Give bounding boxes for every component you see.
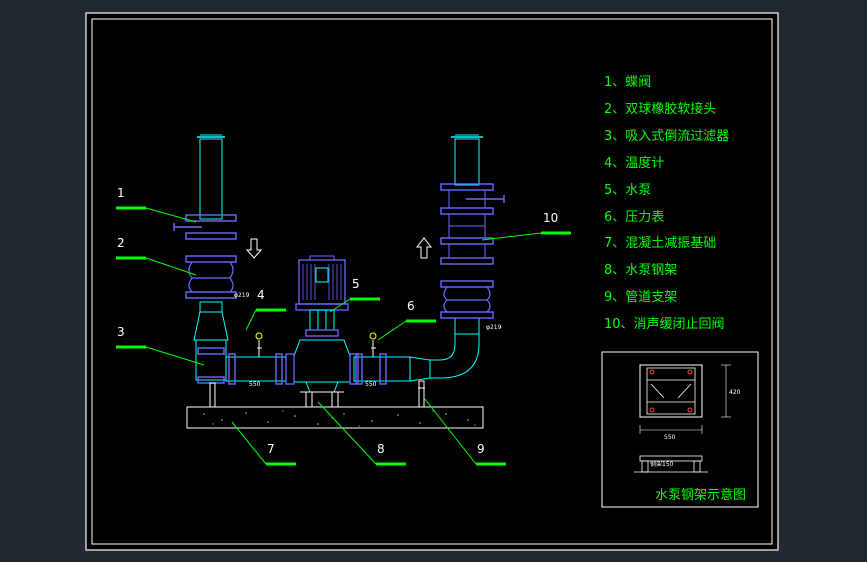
right-check-valve-body — [448, 189, 486, 259]
frame-small-label: 钢架150 — [650, 460, 674, 468]
left-rubber-joint — [188, 261, 234, 293]
horizontal-flanges — [197, 347, 387, 385]
callout-10: 10 — [543, 211, 558, 225]
pump-steel-frame — [300, 391, 344, 408]
drawing-border-inner — [91, 18, 773, 545]
callout-5: 5 — [352, 277, 360, 291]
inset-caption: 水泵钢架示意图 — [655, 488, 747, 503]
pipe-size-labels: φ219 φ219 550 550 — [234, 292, 502, 388]
pipe-supports — [209, 380, 425, 408]
frame-height-label: 420 — [729, 389, 741, 396]
inset-frame-diagram: 550 420 钢架150 — [601, 351, 759, 508]
legend-item-concrete-base: 7、混凝土减振基础 — [604, 236, 717, 252]
dim-label-right: 550 — [365, 381, 377, 388]
left-valve-handle — [173, 223, 202, 231]
leader-lines — [116, 206, 571, 466]
flow-arrow-down — [245, 238, 263, 259]
legend-item-pipe-support: 9、管道支架 — [604, 290, 678, 306]
left-flanges — [185, 214, 237, 299]
frame-width-label: 550 — [664, 434, 676, 441]
callout-4: 4 — [257, 288, 265, 302]
callout-6: 6 — [407, 299, 415, 313]
pipe-label-left: φ219 — [234, 292, 250, 299]
component-legend: 1、蝶阀 2、双球橡胶软接头 3、吸入式倒流过滤器 4、温度计 5、水泵 6、压… — [604, 70, 729, 339]
legend-item-thermometer: 4、温度计 — [604, 155, 665, 171]
legend-item-butterfly-valve: 1、蝶阀 — [604, 75, 652, 90]
pressure-gauge — [369, 332, 377, 357]
callout-9: 9 — [477, 442, 485, 456]
callout-2: 2 — [117, 236, 125, 250]
legend-item-pressure-gauge: 6、压力表 — [604, 209, 665, 225]
legend-item-filter: 3、吸入式倒流过滤器 — [604, 128, 730, 144]
callout-numbers: 1 2 3 4 5 6 7 8 9 10 — [117, 186, 558, 456]
left-vertical-pipe — [193, 134, 229, 381]
callout-8: 8 — [377, 442, 385, 456]
right-riser-pipe — [439, 134, 483, 379]
thermometer — [255, 332, 263, 357]
legend-item-pump-frame: 8、水泵钢架 — [604, 263, 678, 279]
flow-arrow-up — [415, 237, 433, 259]
callout-3: 3 — [117, 325, 125, 339]
dim-label-left: 550 — [249, 381, 261, 388]
legend-item-pump: 5、水泵 — [604, 182, 652, 198]
legend-item-check-valve: 10、消声缓闭止回阀 — [604, 317, 725, 333]
legend-item-rubber-joint: 2、双球橡胶软接头 — [604, 101, 717, 117]
callout-7: 7 — [267, 442, 275, 456]
callout-1: 1 — [117, 186, 125, 200]
right-valve-handle — [466, 195, 505, 203]
right-rubber-joint — [443, 286, 491, 313]
pipe-label-right: φ219 — [486, 324, 502, 331]
pump — [285, 255, 359, 393]
